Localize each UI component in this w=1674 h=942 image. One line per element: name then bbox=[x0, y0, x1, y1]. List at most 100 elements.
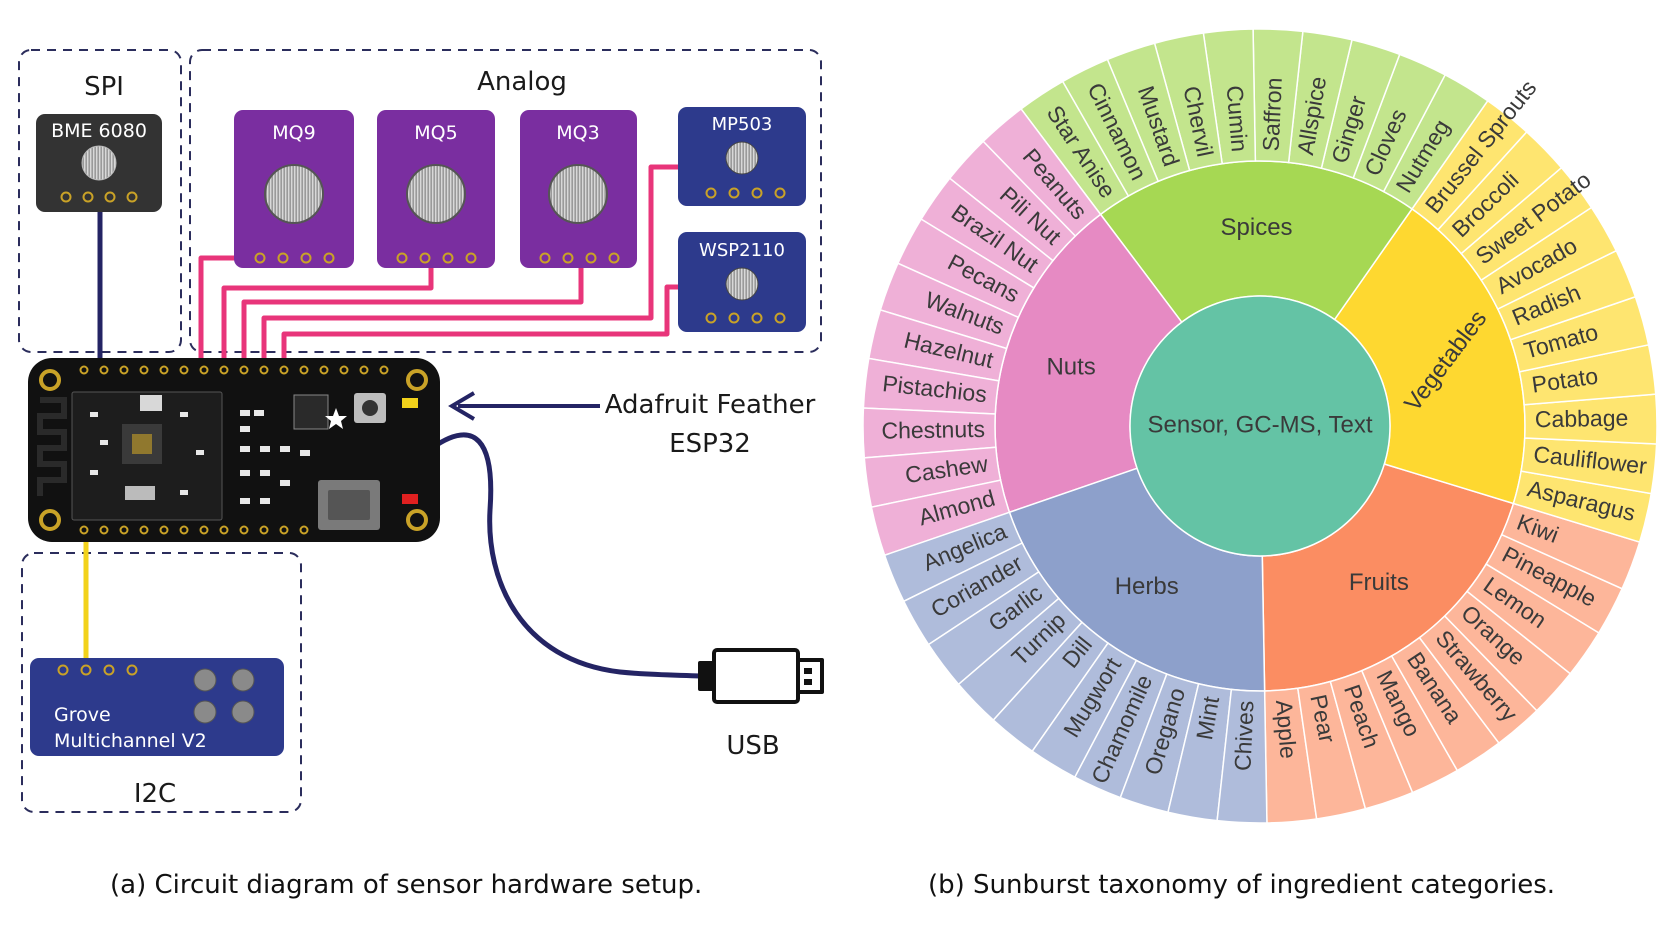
usb-label: USB bbox=[726, 731, 779, 761]
leaf-wedge bbox=[920, 177, 1054, 289]
leaf-label: Cumin bbox=[1222, 84, 1253, 152]
category-fruits-label: Fruits bbox=[1349, 569, 1409, 596]
leaf-label: Chestnuts bbox=[881, 416, 985, 444]
leaf-wedge bbox=[1252, 28, 1304, 164]
leaf-wedge bbox=[1443, 590, 1572, 712]
circuit-diagram: SPI Analog I2C BME 6080 bbox=[18, 49, 824, 813]
i2c-label: I2C bbox=[134, 779, 176, 809]
leaf-wedge bbox=[1485, 533, 1624, 634]
leaf-wedge bbox=[902, 541, 1040, 646]
leaf-wedge bbox=[1360, 654, 1459, 794]
center-label: Sensor, GC-MS, Text bbox=[1148, 411, 1373, 438]
leaf-wedge bbox=[927, 570, 1060, 686]
mq3-label: MQ3 bbox=[556, 122, 599, 144]
wsp2110-wire bbox=[281, 284, 681, 365]
leaf-wedge bbox=[862, 407, 997, 459]
leaf-wedge bbox=[1466, 563, 1600, 675]
spi-group-box bbox=[18, 49, 182, 353]
leaf-wedge bbox=[1500, 502, 1641, 590]
caption-left: (a) Circuit diagram of sensor hardware s… bbox=[110, 870, 703, 900]
bme6080-sensor: BME 6080 bbox=[36, 114, 162, 212]
caption-right: (b) Sunburst taxonomy of ingredient cate… bbox=[928, 870, 1556, 900]
feather-esp32-board bbox=[28, 358, 440, 542]
leaf-wedge bbox=[883, 511, 1024, 603]
mq9-sensor: MQ9 bbox=[234, 110, 354, 268]
leaf-wedge bbox=[948, 140, 1077, 262]
leaf-wedge bbox=[1216, 688, 1268, 824]
leaf-wedge bbox=[1523, 393, 1658, 445]
leaf-wedge bbox=[1496, 249, 1637, 341]
category-nuts-label: Nuts bbox=[1046, 354, 1095, 381]
mq5-label: MQ5 bbox=[414, 122, 457, 144]
leaf-wedge bbox=[1390, 636, 1500, 772]
leaf-wedge bbox=[870, 479, 1011, 557]
mp503-wire bbox=[261, 164, 681, 365]
feather-label-line2: ESP32 bbox=[669, 429, 751, 459]
feather-pointer-arrow bbox=[448, 391, 600, 421]
leaf-wedge bbox=[1460, 166, 1593, 282]
leaf-wedge bbox=[1410, 99, 1528, 231]
leaf-label: Chives bbox=[1229, 700, 1258, 771]
mq5-wire bbox=[221, 265, 434, 365]
bme6080-label: BME 6080 bbox=[51, 120, 147, 142]
leaf-wedge bbox=[1020, 80, 1130, 216]
leaf-wedge bbox=[1352, 53, 1447, 193]
center-node bbox=[1129, 295, 1391, 557]
category-herbs-label: Herbs bbox=[1115, 573, 1179, 600]
leaf-wedge bbox=[1320, 38, 1401, 179]
leaf-wedge bbox=[1436, 130, 1563, 255]
leaf-wedge bbox=[992, 621, 1110, 753]
leaf-wedge bbox=[1153, 32, 1224, 172]
i2c-group-box bbox=[21, 552, 302, 813]
mp503-label: MP503 bbox=[712, 114, 773, 135]
leaf-wedge bbox=[1106, 42, 1191, 183]
leaf-wedge bbox=[982, 107, 1102, 238]
leaf-wedge bbox=[1073, 659, 1168, 799]
wsp2110-label: WSP2110 bbox=[699, 240, 785, 261]
usb-plug-icon bbox=[698, 648, 824, 704]
mq9-label: MQ9 bbox=[272, 122, 315, 144]
mp503-sensor: MP503 bbox=[678, 107, 806, 206]
analog-group-box bbox=[189, 49, 822, 353]
grove-label-line2: Multichannel V2 bbox=[54, 730, 207, 752]
leaf-wedge bbox=[862, 357, 1000, 415]
wires bbox=[83, 164, 703, 679]
leaf-label: Apple bbox=[1271, 699, 1302, 760]
leaf-wedge bbox=[957, 597, 1084, 722]
leaf-wedge bbox=[1202, 28, 1257, 165]
leaf-label: Cabbage bbox=[1535, 405, 1629, 433]
grove-multichannel-sensor: Grove Multichannel V2 bbox=[30, 658, 284, 756]
leaf-wedge bbox=[1418, 614, 1538, 745]
leaf-wedge bbox=[1382, 73, 1489, 210]
feather-label-line1: Adafruit Feather bbox=[605, 390, 816, 420]
leaf-wedge bbox=[879, 262, 1020, 350]
mq5-sensor: MQ5 bbox=[377, 110, 495, 268]
wsp2110-sensor: WSP2110 bbox=[678, 232, 806, 332]
grove-label-line1: Grove bbox=[54, 704, 111, 726]
leaf-wedge bbox=[1296, 680, 1367, 820]
usb-cable bbox=[429, 432, 703, 679]
leaf-wedge bbox=[1512, 470, 1653, 544]
leaf-wedge bbox=[1061, 58, 1160, 198]
leaf-wedge bbox=[863, 446, 1002, 509]
leaf-wedge bbox=[1518, 343, 1657, 406]
leaf-wedge bbox=[867, 308, 1008, 382]
leaf-wedge bbox=[1509, 295, 1650, 373]
leaf-wedge bbox=[1167, 682, 1233, 822]
category-spices-label: Spices bbox=[1221, 214, 1293, 241]
leaf-wedge bbox=[1119, 673, 1200, 814]
leaf-wedge bbox=[1329, 669, 1414, 810]
leaf-label: Saffron bbox=[1258, 77, 1287, 152]
leaf-wedge bbox=[1480, 206, 1618, 311]
mq9-wire bbox=[198, 255, 237, 365]
mq3-wire bbox=[241, 265, 584, 365]
spi-label: SPI bbox=[84, 72, 124, 102]
leaf-wedge bbox=[1287, 30, 1353, 170]
mq3-sensor: MQ3 bbox=[520, 110, 637, 268]
leaf-wedge bbox=[1031, 642, 1138, 779]
leaf-wedge bbox=[896, 218, 1035, 319]
analog-label: Analog bbox=[477, 67, 567, 97]
leaf-wedge bbox=[1520, 437, 1658, 495]
